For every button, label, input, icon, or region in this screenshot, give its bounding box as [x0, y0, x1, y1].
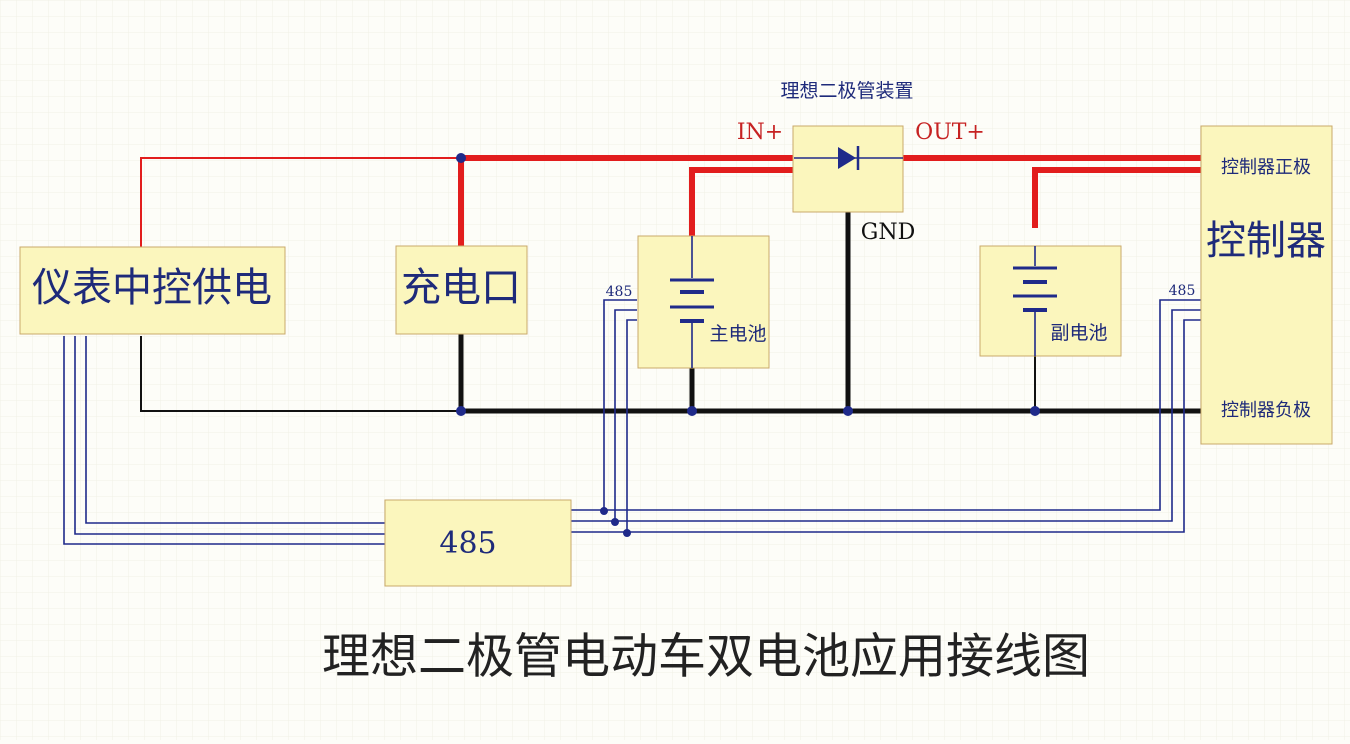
in-plus-label: IN+: [737, 120, 783, 145]
charge-port-label: 充电口: [401, 265, 521, 311]
rs485-module-label: 485: [439, 526, 496, 561]
charge-port-block: 充电口: [395, 245, 528, 335]
ideal-diode-title: 理想二极管装置: [780, 80, 913, 102]
rs485-module-block: 485: [384, 499, 572, 587]
battery-485-label: 485: [606, 284, 633, 300]
battery-icon: [1013, 246, 1057, 356]
controller-positive-label: 控制器正极: [1221, 157, 1311, 178]
aux-battery-label: 副电池: [1050, 322, 1107, 344]
controller-block: 控制器 控制器正极 控制器负极: [1200, 125, 1333, 445]
ideal-diode-block: 理想二极管装置: [780, 80, 914, 213]
diagram-title: 理想二极管电动车双电池应用接线图: [322, 629, 1090, 685]
junction-dots: [456, 153, 1040, 537]
rs485-bus: [63, 299, 1201, 545]
positive-bus: [458, 155, 1203, 246]
gnd-label: GND: [861, 220, 915, 245]
aux-battery-block: 副电池: [979, 245, 1122, 357]
battery-icon: [670, 236, 714, 368]
meter-power-wire: [140, 157, 461, 247]
ground-bus: [140, 212, 1203, 414]
out-plus-label: OUT+: [915, 120, 985, 145]
meter-supply-label: 仪表中控供电: [32, 265, 272, 311]
controller-negative-label: 控制器负极: [1221, 400, 1311, 421]
meter-supply-block: 仪表中控供电: [19, 246, 286, 335]
diode-icon: [794, 146, 903, 170]
controller-label: 控制器: [1206, 218, 1326, 264]
main-battery-block: 主电池: [637, 235, 770, 369]
controller-485-label: 485: [1169, 283, 1196, 299]
main-battery-label: 主电池: [709, 323, 766, 345]
